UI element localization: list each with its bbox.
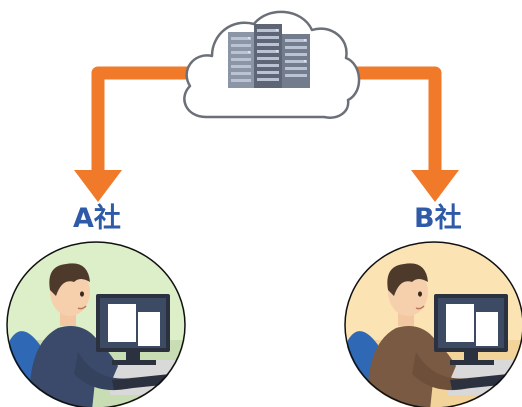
company-a-label: A社 (73, 203, 121, 234)
arrow-shaft (91, 66, 193, 172)
company-b-label: B社 (414, 203, 462, 234)
cloud-server-icon (183, 10, 361, 119)
arrow-cloud-to-company-b (343, 66, 459, 202)
office-worker-at-computer-icon (344, 241, 522, 407)
office-worker-at-computer-icon (6, 241, 186, 407)
arrow-cloud-to-company-a (74, 66, 193, 202)
arrow-head (74, 170, 122, 202)
arrow-shaft (343, 66, 442, 172)
arrow-head (411, 170, 459, 202)
server-rack-icon (228, 24, 310, 88)
